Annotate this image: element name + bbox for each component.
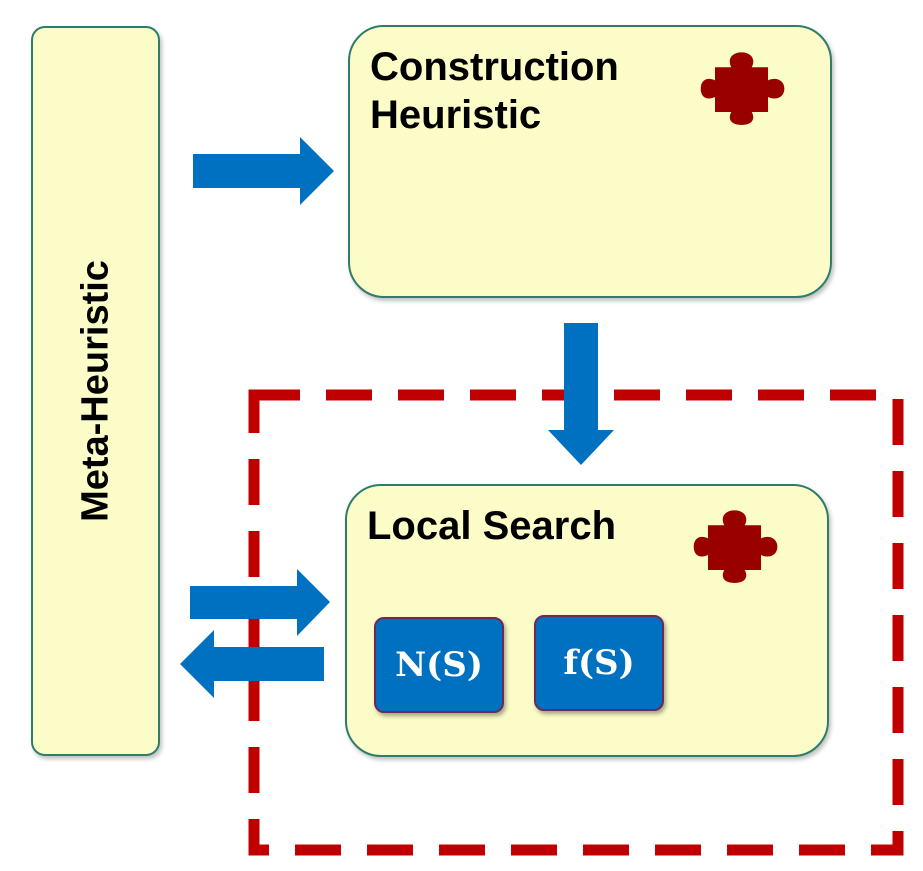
- neighborhood-function-box: N(S): [374, 617, 504, 713]
- meta-to-construction-arrow: [193, 137, 334, 205]
- construction-to-local-search-arrow: [548, 323, 614, 465]
- local-search-to-meta-arrow: [180, 630, 324, 698]
- meta-heuristic-box: Meta-Heuristic: [31, 26, 160, 756]
- objective-function-label: f(S): [563, 643, 635, 683]
- meta-to-local-search-arrow: [190, 569, 330, 636]
- neighborhood-function-label: N(S): [395, 645, 483, 685]
- construction-heuristic-box: Construction Heuristic: [348, 25, 832, 298]
- construction-heuristic-title: Construction Heuristic: [370, 45, 619, 137]
- objective-function-box: f(S): [534, 615, 664, 711]
- local-search-title: Local Search: [367, 504, 617, 548]
- meta-heuristic-label: Meta-Heuristic: [74, 260, 116, 522]
